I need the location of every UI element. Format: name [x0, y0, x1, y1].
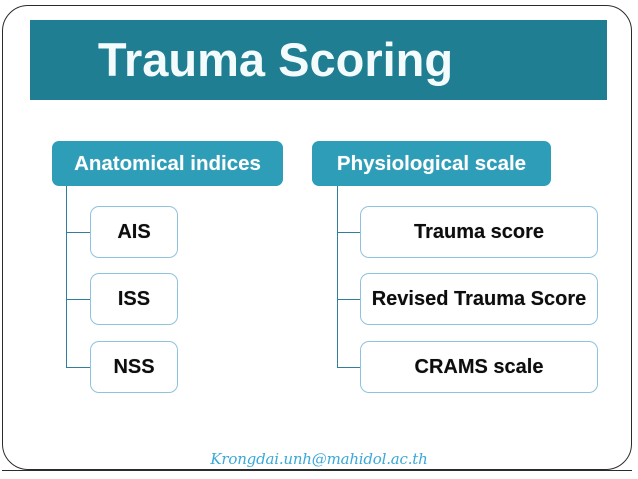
connector-branch-left-1 [66, 232, 91, 234]
leaf-box-revised-trauma-score[interactable]: Revised Trauma Score [360, 273, 598, 325]
leaf-box-nss[interactable]: NSS [90, 341, 178, 393]
page-title: Trauma Scoring [97, 33, 454, 86]
leaf-box-iss[interactable]: ISS [90, 273, 178, 325]
connector-branch-right-1 [337, 232, 361, 234]
connector-branch-right-3 [337, 367, 361, 369]
leaf-box-trauma-score[interactable]: Trauma score [360, 206, 598, 258]
leaf-box-ais[interactable]: AIS [90, 206, 178, 258]
category-box-physiological-scale[interactable]: Physiological scale [312, 141, 551, 186]
connector-trunk-left [66, 186, 68, 367]
slide-frame-border [2, 5, 632, 470]
leaf-box-crams-scale[interactable]: CRAMS scale [360, 341, 598, 393]
connector-branch-left-3 [66, 367, 91, 369]
title-banner: Trauma Scoring [30, 20, 607, 100]
footer-email[interactable]: Krongdai.unh@mahidol.ac.th [210, 450, 428, 468]
connector-branch-right-2 [337, 299, 361, 301]
category-box-anatomical-indices[interactable]: Anatomical indices [52, 141, 283, 186]
connector-branch-left-2 [66, 299, 91, 301]
footer-divider [2, 470, 632, 472]
connector-trunk-right [337, 186, 339, 367]
